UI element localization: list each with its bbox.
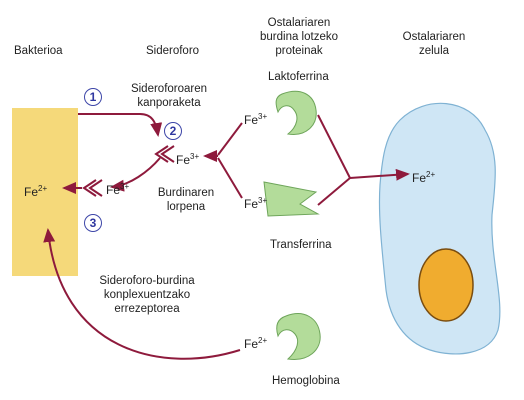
arrow-lakto-to-sideroforo [218, 123, 242, 155]
label-lorpena: Burdinaren lorpena [146, 186, 226, 214]
fe2-bakterioa: Fe2+ [24, 182, 47, 199]
label-kanporaketa: Sideroforoaren kanporaketa [114, 82, 224, 110]
header-zelula: Ostalariaren zelula [384, 30, 484, 58]
header-sideroforo: Sideroforo [146, 44, 199, 58]
fe3-transferrina: Fe3+ [244, 194, 267, 211]
header-proteinak: Ostalariaren burdina lotzeko proteinak [244, 16, 354, 58]
label-errezeptorea: Sideroforo-burdina konplexuentzako errez… [82, 274, 212, 316]
laktoferrina-protein [276, 91, 316, 134]
fe2-zelula: Fe2+ [412, 168, 435, 185]
transferrina-protein [264, 182, 318, 216]
fe3-sideroforo: Fe3+ [176, 150, 199, 167]
fe2-hemoglobina: Fe2+ [244, 334, 267, 351]
arrow-transf-to-cell [318, 178, 350, 205]
header-bakterioa: Bakterioa [14, 44, 63, 58]
host-nucleus [419, 249, 473, 321]
arrow-lakto-to-cell [318, 115, 350, 178]
label-laktoferrina: Laktoferrina [268, 70, 329, 84]
arrow-export [78, 114, 158, 135]
step-number-2: 2 [164, 122, 182, 140]
step-number-1: 1 [84, 88, 102, 106]
siderophore-chevrons-left [84, 180, 102, 196]
fe3-lorpena: Fe3+ [106, 180, 129, 197]
label-hemoglobina: Hemoglobina [272, 374, 340, 388]
hemoglobina-protein [277, 314, 320, 360]
fe3-laktoferrina: Fe3+ [244, 110, 267, 127]
step-number-3: 3 [84, 214, 102, 232]
label-transferrina: Transferrina [270, 238, 332, 252]
